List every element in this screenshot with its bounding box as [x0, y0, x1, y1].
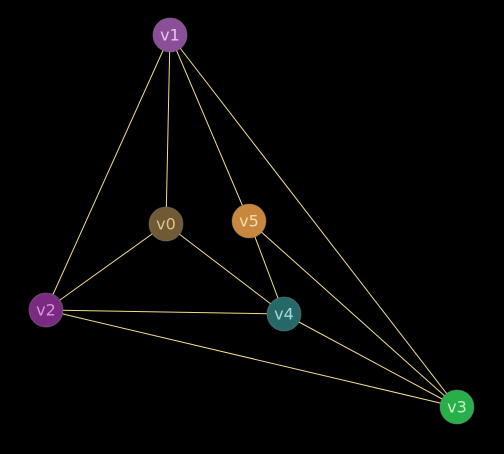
node-v2[interactable]: v2	[28, 292, 64, 328]
edge-v5-v3	[248, 220, 458, 408]
edges-layer	[45, 34, 458, 408]
node-v1[interactable]: v1	[152, 17, 188, 53]
edge-v4-v3	[283, 313, 458, 408]
node-label-v2: v2	[36, 301, 56, 320]
edge-v2-v3	[45, 309, 458, 408]
node-v0[interactable]: v0	[148, 206, 184, 242]
edge-v1-v5	[169, 34, 250, 222]
edge-v0-v2	[45, 223, 167, 311]
node-label-v3: v3	[447, 398, 467, 417]
edge-v2-v4	[45, 309, 285, 315]
node-v4[interactable]: v4	[266, 296, 302, 332]
edge-v1-v2	[45, 34, 171, 311]
edge-v1-v0	[165, 34, 171, 225]
edge-v1-v3	[169, 34, 458, 408]
node-label-v5: v5	[239, 212, 259, 231]
node-label-v4: v4	[274, 305, 294, 324]
node-v5[interactable]: v5	[231, 203, 267, 239]
node-v3[interactable]: v3	[439, 389, 475, 425]
nodes-layer: v0 v1 v2 v3 v4 v5	[28, 17, 475, 425]
node-label-v0: v0	[156, 215, 176, 234]
edge-v0-v4	[165, 223, 285, 315]
node-label-v1: v1	[160, 26, 180, 45]
